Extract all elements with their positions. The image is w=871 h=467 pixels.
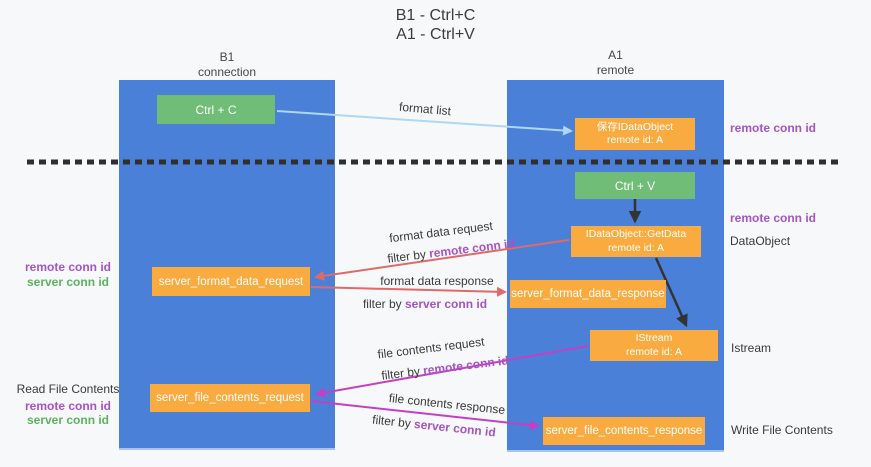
label-file-contents-response: file contents response (388, 390, 506, 418)
node-file-response-label: server_file_contents_response (545, 425, 703, 437)
diagram-title: B1 - Ctrl+C A1 - Ctrl+V (0, 6, 871, 44)
label-remote-conn-id-bottom-left: remote conn id (24, 398, 111, 413)
lane-a1-name: A1 (608, 48, 623, 62)
node-istream-line1: IStream (635, 332, 673, 344)
node-idataobject-getdata: IDataObject::GetData remote id: A (571, 226, 701, 257)
node-server-file-contents-response: server_file_contents_response (543, 417, 705, 445)
node-ctrl-c-label: Ctrl + C (195, 102, 237, 117)
node-ctrl-v-label: Ctrl + V (614, 178, 656, 193)
node-istream: IStream remote id: A (590, 330, 718, 361)
node-getdata-line1: IDataObject::GetData (585, 228, 687, 240)
node-server-file-contents-request: server_file_contents_request (150, 384, 310, 412)
lane-a1-role: remote (596, 63, 635, 77)
label-remote-conn-id-mid-right: remote conn id (730, 211, 817, 225)
node-getdata-line2: remote id: A (607, 241, 665, 254)
node-istream-line2: remote id: A (625, 345, 683, 358)
lane-header-b1: B1 connection (119, 50, 335, 80)
label-write-file-contents: Write File Contents (731, 423, 833, 437)
node-server-format-data-request: server_format_data_request (152, 267, 310, 296)
filter-prefix: filter by (380, 363, 425, 383)
title-line-2: A1 - Ctrl+V (396, 26, 475, 43)
node-file-request-label: server_file_contents_request (156, 392, 304, 404)
label-remote-conn-id-mid-left: remote conn id (24, 260, 111, 274)
filter-key-remote-conn-id: remote conn id (428, 236, 516, 261)
left-conn-id-block-bottom: Read File Contents remote conn id server… (12, 382, 124, 428)
node-ctrl-c: Ctrl + C (157, 95, 275, 124)
lane-b1-role: connection (197, 65, 257, 79)
label-istream: Istream (731, 341, 772, 355)
filter-key-server-conn-id: server conn id (413, 416, 497, 440)
node-saved-idataobject-line2: remote id: A (606, 134, 664, 146)
label-server-conn-id-bottom-left: server conn id (26, 413, 110, 427)
node-ctrl-v: Ctrl + V (575, 172, 695, 199)
filter-prefix: filter by (362, 297, 405, 311)
filter-key-remote-conn-id: remote conn id (422, 353, 510, 378)
lane-header-a1: A1 remote (507, 48, 724, 78)
filter-prefix: filter by (371, 412, 415, 431)
node-format-response-label: server_format_data_response (511, 288, 665, 300)
left-conn-id-block-mid: remote conn id server conn id (14, 260, 122, 289)
node-saved-idataobject: 保存IDataObject remote id: A (575, 118, 695, 150)
lane-b1-name: B1 (219, 50, 235, 64)
title-line-1: B1 - Ctrl+C (395, 7, 476, 24)
filter-prefix: filter by (386, 246, 431, 266)
node-format-request-label: server_format_data_request (158, 275, 304, 288)
label-dataobject: DataObject (730, 234, 791, 248)
node-saved-idataobject-line1: 保存IDataObject (596, 120, 674, 133)
label-format-list: format list (398, 99, 452, 119)
label-format-data-response: format data response (380, 274, 494, 288)
filter-key-server-conn-id: server conn id (404, 297, 488, 311)
label-file-contents-response-filter: filter by server conn id (372, 413, 497, 440)
label-server-conn-id-mid-left: server conn id (26, 274, 110, 289)
node-server-format-data-response: server_format_data_response (510, 280, 666, 308)
label-read-file-contents: Read File Contents (16, 382, 120, 396)
label-format-data-response-filter: filter by server conn id (363, 297, 487, 311)
label-remote-conn-id-top-right: remote conn id (730, 121, 817, 135)
